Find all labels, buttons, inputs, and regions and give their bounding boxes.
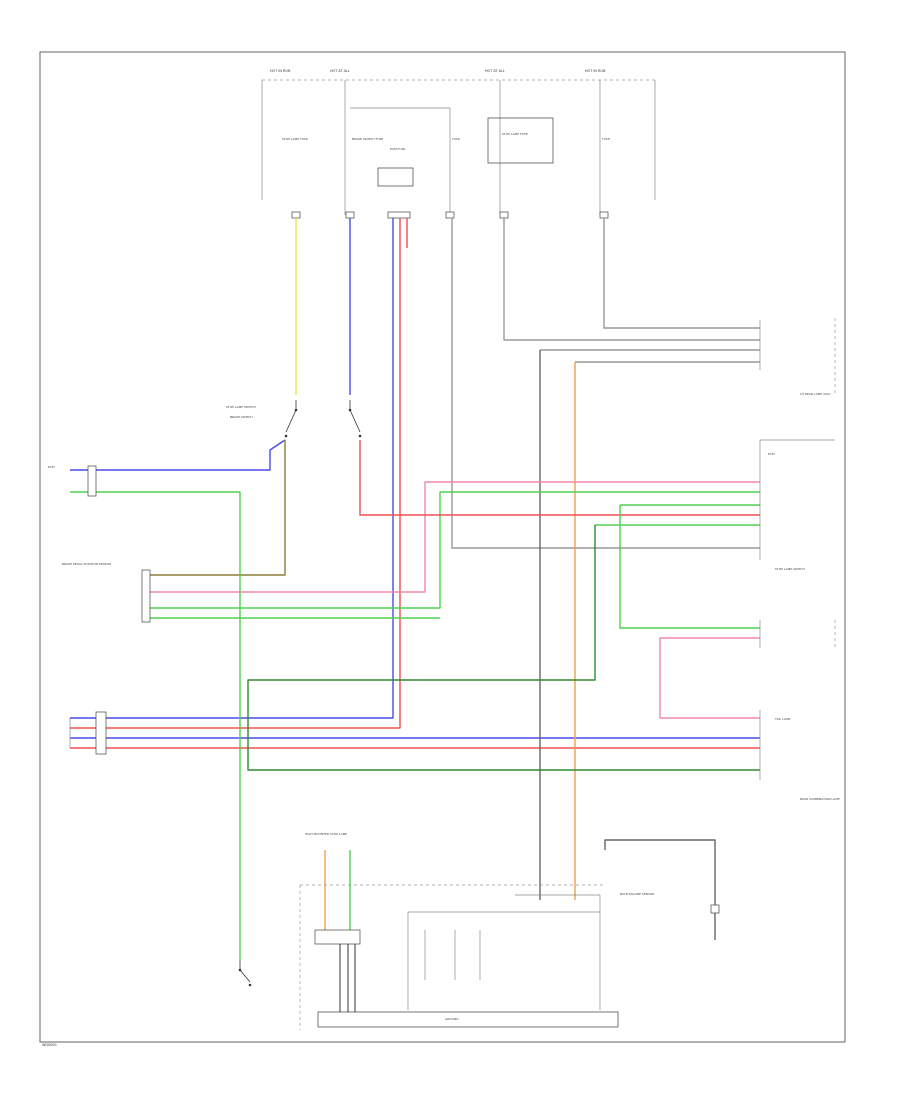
footer-code: WD0000 xyxy=(42,1043,57,1047)
right-label-rear-combo: REAR COMBINATION LAMP xyxy=(800,797,840,801)
fuse-label-5: STOP LAMP FUSE xyxy=(502,132,528,136)
right-connectors: LH REAR LAMP ASSY ECM STOP LAMP SWITCH T… xyxy=(759,318,840,801)
right-label-tail: TAIL LAMP xyxy=(774,717,791,721)
fuse-connectors xyxy=(291,211,609,219)
fuse-block-label-3: HOT AT ALL xyxy=(485,69,505,73)
right-bottom-ground xyxy=(710,904,720,914)
fuse-block-label-2: HOT AT ALL xyxy=(330,69,350,73)
left-connectors: ECM BRAKE PEDAL POSITION SENSOR xyxy=(48,465,151,755)
fuse-block-label-4: HOT IN RUN xyxy=(585,69,606,73)
fuse-block-label-1: HOT IN RUN xyxy=(270,69,291,73)
bottom-module: HIGH MOUNTED STOP LAMP GROUND BULB FAILU… xyxy=(299,832,654,1030)
stop-lamp-switch: STOP LAMP SWITCH BRAKE SWITCH xyxy=(226,400,362,438)
bottom-label-sensor: BULB FAILURE SENSOR xyxy=(620,892,654,896)
fuse-label-1: STOP LAMP FUSE xyxy=(282,137,308,141)
bottom-left-switch xyxy=(238,960,252,987)
wires xyxy=(70,218,760,960)
bottom-label-hmsl: HIGH MOUNTED STOP LAMP xyxy=(305,832,347,836)
right-label-switch: STOP LAMP SWITCH xyxy=(775,567,805,571)
bottom-label-ground: GROUND xyxy=(445,1017,459,1021)
switch-label: STOP LAMP SWITCH xyxy=(226,405,256,409)
right-label-ecm: ECM xyxy=(768,452,775,456)
brake-switch-label: BRAKE SWITCH xyxy=(230,415,253,419)
left-label-ecm: ECM xyxy=(48,465,55,469)
diagram-frame xyxy=(39,51,846,1043)
fuse-label-3: ECM FUSE xyxy=(390,147,405,151)
fuse-box: HOT IN RUN HOT AT ALL HOT AT ALL HOT IN … xyxy=(261,69,656,215)
fuse-label-6: FUSE xyxy=(602,137,610,141)
right-label-lh-rear: LH REAR LAMP ASSY xyxy=(800,392,831,396)
left-label-sensor: BRAKE PEDAL POSITION SENSOR xyxy=(62,562,111,566)
fuse-label-2: BRAKE SWITCH FUSE xyxy=(352,137,383,141)
fuse-label-4: FUSE xyxy=(452,137,460,141)
